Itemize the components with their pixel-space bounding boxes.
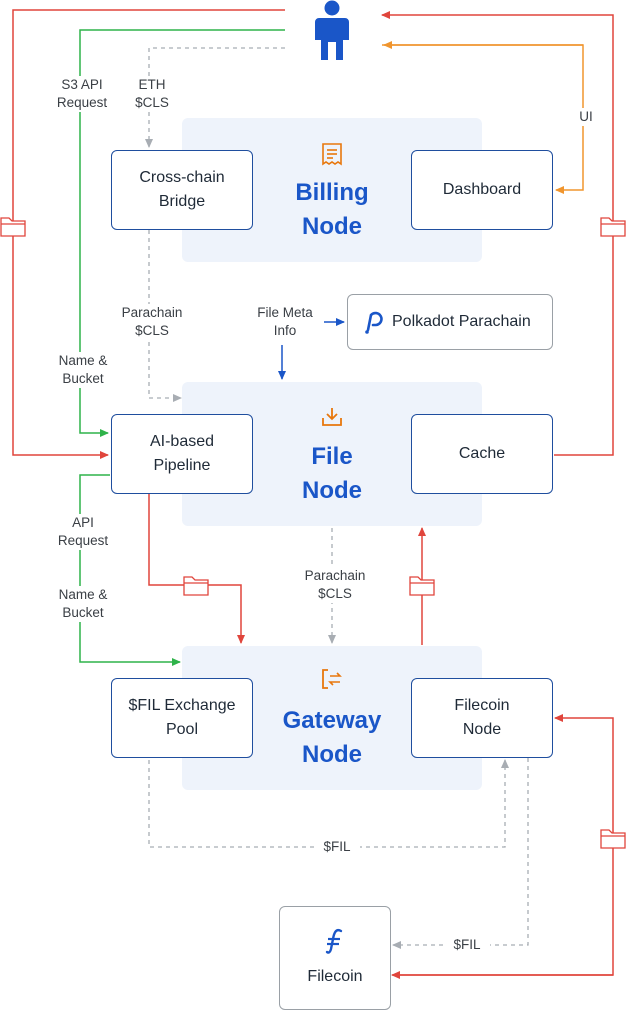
ui-label: UI [571,108,601,126]
name-bucket-bottom-label: Name & Bucket [50,586,116,622]
file-node-title: File Node [302,443,362,504]
name-bucket-top-label: Name & Bucket [50,352,116,388]
polkadot-parachain-box[interactable]: Polkadot Parachain [347,294,553,350]
filecoin-label: Filecoin [307,968,363,985]
cross-chain-bridge-box[interactable]: Cross-chain Bridge [111,150,253,230]
fil-mid-label: $FIL [314,838,360,856]
folder-icon [600,217,626,237]
fil-bottom-label: $FIL [444,936,490,954]
parachain-cls-dashed-line [148,230,182,402]
exchange-bracket-icon [322,669,342,689]
file-meta-info-label: File Meta Info [246,304,324,340]
fil-exchange-pool-box[interactable]: $FIL Exchange Pool [111,678,253,758]
ai-pipeline-box[interactable]: AI-based Pipeline [111,414,253,494]
folder-icon [183,576,209,596]
parachain-cls-mid-label: Parachain $CLS [296,567,374,603]
dashboard-box[interactable]: Dashboard [411,150,553,230]
eth-cls-dashed-line [145,47,285,148]
parachain-cls-top-label: Parachain $CLS [114,304,190,340]
filecoin-node-box[interactable]: Filecoin Node [411,678,553,758]
api-request-label: API Request [50,514,116,550]
polkadot-logo-icon [365,311,383,334]
folder-icon [0,217,26,237]
eth-cls-label: ETH $CLS [127,76,177,112]
receipt-icon [322,143,342,166]
cache-box[interactable]: Cache [411,414,553,494]
s3-request-green-line [79,29,285,437]
s3-api-request-label: S3 API Request [50,76,114,112]
folder-icon [600,829,626,849]
billing-node-title: Billing Node [295,179,369,240]
user-icon [315,0,349,60]
gateway-node-title: Gateway Node [282,707,382,768]
filecoin-logo-icon [325,928,343,954]
polkadot-parachain-label: Polkadot Parachain [392,313,531,330]
folder-icon [409,576,435,596]
download-tray-icon [322,408,342,426]
pipeline-to-gateway-green-line [79,474,181,666]
filecoin-box[interactable]: Filecoin [279,906,391,1010]
filecoin-node-to-filecoin-dashed-line [392,758,529,949]
